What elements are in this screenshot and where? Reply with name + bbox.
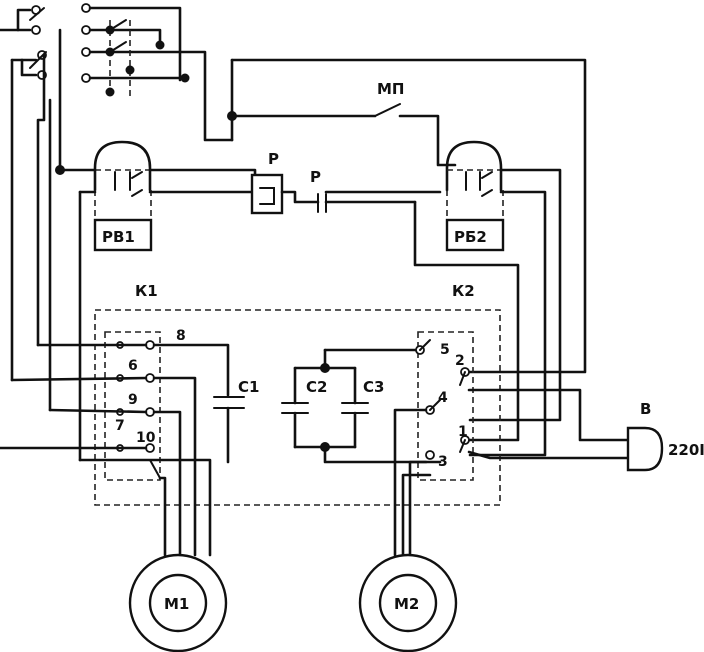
rv2-label: РБ2 bbox=[454, 228, 487, 246]
switch-b-label: В bbox=[640, 400, 651, 418]
k1-terminal-10: 10 bbox=[136, 430, 156, 446]
k1-terminal-6: 6 bbox=[128, 358, 138, 374]
k2-label: К2 bbox=[452, 282, 475, 300]
k2-terminal-5: 5 bbox=[440, 342, 450, 358]
k1-terminal-9: 9 bbox=[128, 392, 138, 408]
relay-contact-label: Р bbox=[310, 168, 321, 186]
k1-terminals: 8 6 9 7 10 bbox=[10, 328, 230, 557]
mp-label: МП bbox=[377, 80, 404, 98]
k2-terminal-2: 2 bbox=[455, 353, 465, 369]
rv1-label: РВ1 bbox=[102, 228, 135, 246]
k2-terminal-3: 3 bbox=[438, 454, 448, 470]
k1-label: К1 bbox=[135, 282, 158, 300]
c3-label: С3 bbox=[363, 378, 384, 396]
top-left-switch-block bbox=[0, 3, 234, 450]
rb2-relay: РБ2 bbox=[413, 140, 562, 457]
motor-m1: М1 bbox=[128, 553, 228, 652]
c2-label: С2 bbox=[306, 378, 327, 396]
relay-p: Р Р bbox=[250, 150, 442, 215]
c1-label: С1 bbox=[238, 378, 259, 396]
k2-terminals: 5 2 4 1 3 bbox=[393, 339, 630, 557]
top-bus: МП bbox=[227, 58, 587, 374]
rv1-relay: РВ1 bbox=[55, 140, 257, 462]
switch-block-k: К1 К2 bbox=[94, 282, 501, 506]
k1-terminal-7: 7 bbox=[115, 418, 125, 434]
k1-terminal-8: 8 bbox=[176, 328, 186, 344]
motor-m2: М2 bbox=[358, 553, 458, 652]
relay-coil-label: Р bbox=[268, 150, 279, 168]
capacitor-c1: С1 bbox=[213, 378, 259, 464]
k2-terminal-1: 1 bbox=[458, 424, 468, 440]
k2-terminal-4: 4 bbox=[438, 390, 448, 406]
motor1-label: М1 bbox=[164, 595, 189, 613]
motor2-label: М2 bbox=[394, 595, 419, 613]
capacitors-c2-c3: С2 С3 bbox=[281, 348, 442, 464]
supply-label: 220I bbox=[668, 441, 704, 459]
plug-b: В 220I bbox=[626, 400, 704, 472]
